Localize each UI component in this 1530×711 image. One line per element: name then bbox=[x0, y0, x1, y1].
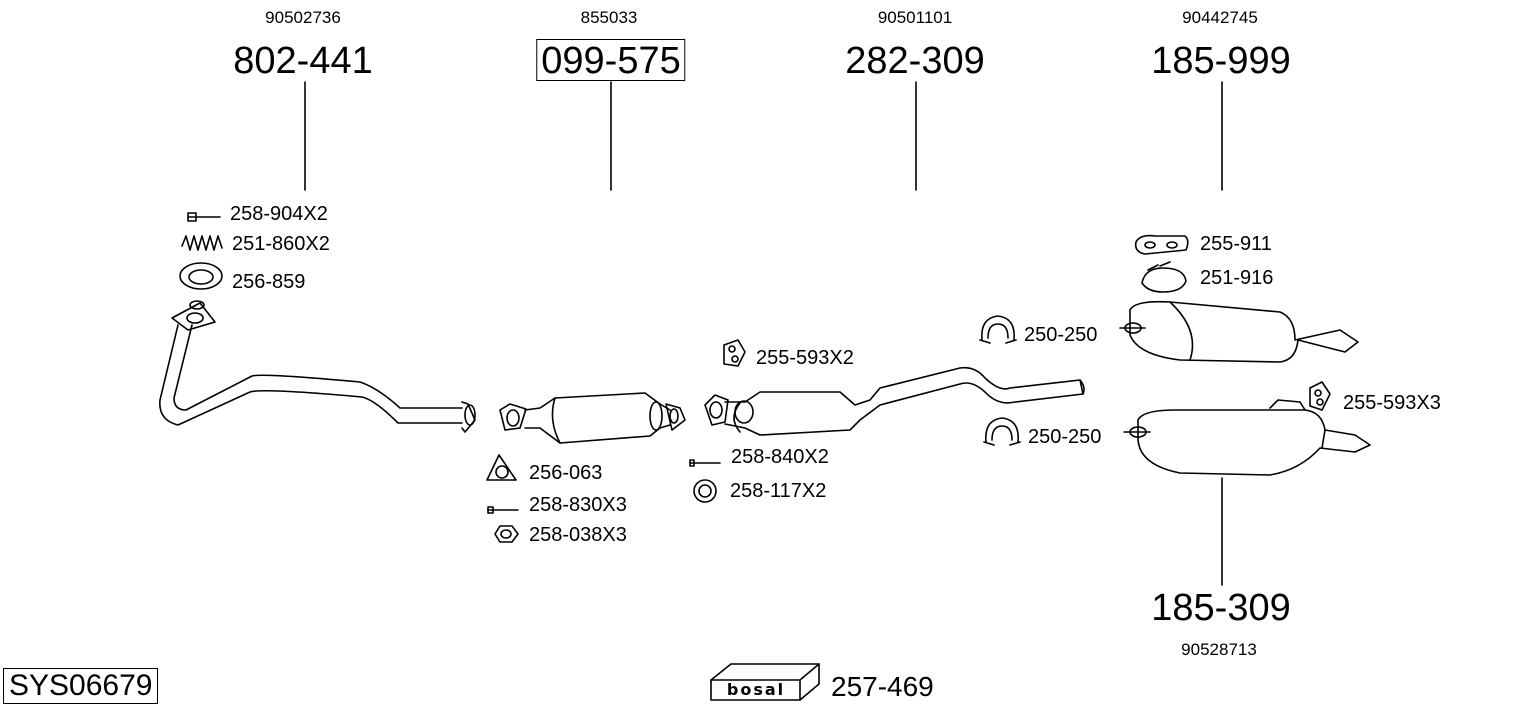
bracket-icon bbox=[1134, 234, 1189, 255]
oem-number-2: 855033 bbox=[580, 8, 638, 27]
front-pipe bbox=[159, 300, 476, 433]
label-250-250-b[interactable]: 250-250 bbox=[1028, 426, 1102, 448]
label-250-250-a[interactable]: 250-250 bbox=[1024, 324, 1098, 346]
rear-silencer-bottom bbox=[1123, 399, 1371, 476]
flange-gasket-icon bbox=[486, 454, 517, 481]
rear-silencer-top bbox=[1119, 300, 1359, 363]
system-code: SYS06679 bbox=[3, 668, 159, 704]
oem-number-4: 90442745 bbox=[1182, 8, 1258, 27]
oem-number-1: 90502736 bbox=[265, 8, 341, 27]
label-255-593X2[interactable]: 255-593X2 bbox=[756, 347, 854, 369]
label-251-916[interactable]: 251-916 bbox=[1200, 267, 1274, 289]
clamp-icon-3 bbox=[1141, 261, 1187, 293]
label-251-860X2[interactable]: 251-860X2 bbox=[232, 233, 330, 255]
ring-gasket-icon bbox=[179, 262, 223, 290]
part-number-185-309[interactable]: 185-309 bbox=[1151, 587, 1291, 629]
bosal-box-icon bbox=[710, 663, 820, 701]
label-258-117X2[interactable]: 258-117X2 bbox=[730, 480, 827, 502]
part-number-099-575[interactable]: 099-575 bbox=[536, 39, 686, 81]
clamp-icon-2 bbox=[983, 417, 1021, 446]
kit-number[interactable]: 257-469 bbox=[831, 671, 934, 702]
label-255-593X3[interactable]: 255-593X3 bbox=[1343, 392, 1441, 414]
bolt-icon bbox=[187, 212, 221, 222]
rubber-mount-icon-2 bbox=[1309, 381, 1331, 411]
label-255-911[interactable]: 255-911 bbox=[1200, 233, 1272, 255]
part-number-282-309[interactable]: 282-309 bbox=[845, 40, 985, 82]
spring-icon bbox=[181, 235, 223, 251]
bosal-logo: bosal bbox=[726, 680, 786, 699]
part-number-802-441[interactable]: 802-441 bbox=[233, 40, 373, 82]
oem-number-5: 90528713 bbox=[1181, 640, 1257, 659]
catalytic-converter bbox=[499, 392, 686, 444]
part-number-185-999[interactable]: 185-999 bbox=[1151, 40, 1291, 82]
rubber-mount-icon bbox=[723, 339, 746, 367]
label-258-904X2[interactable]: 258-904X2 bbox=[230, 203, 328, 225]
o-ring-icon bbox=[693, 479, 717, 503]
label-256-859[interactable]: 256-859 bbox=[232, 271, 306, 293]
label-258-830X3[interactable]: 258-830X3 bbox=[529, 494, 627, 516]
bolt-icon-2 bbox=[487, 506, 519, 514]
bolt-icon-3 bbox=[689, 459, 721, 467]
label-258-840X2[interactable]: 258-840X2 bbox=[731, 446, 829, 468]
oem-number-3: 90501101 bbox=[877, 8, 953, 27]
label-256-063[interactable]: 256-063 bbox=[529, 462, 603, 484]
label-258-038X3[interactable]: 258-038X3 bbox=[529, 524, 627, 546]
middle-silencer bbox=[704, 366, 1085, 436]
clamp-icon bbox=[979, 315, 1017, 344]
nut-icon bbox=[494, 525, 519, 543]
